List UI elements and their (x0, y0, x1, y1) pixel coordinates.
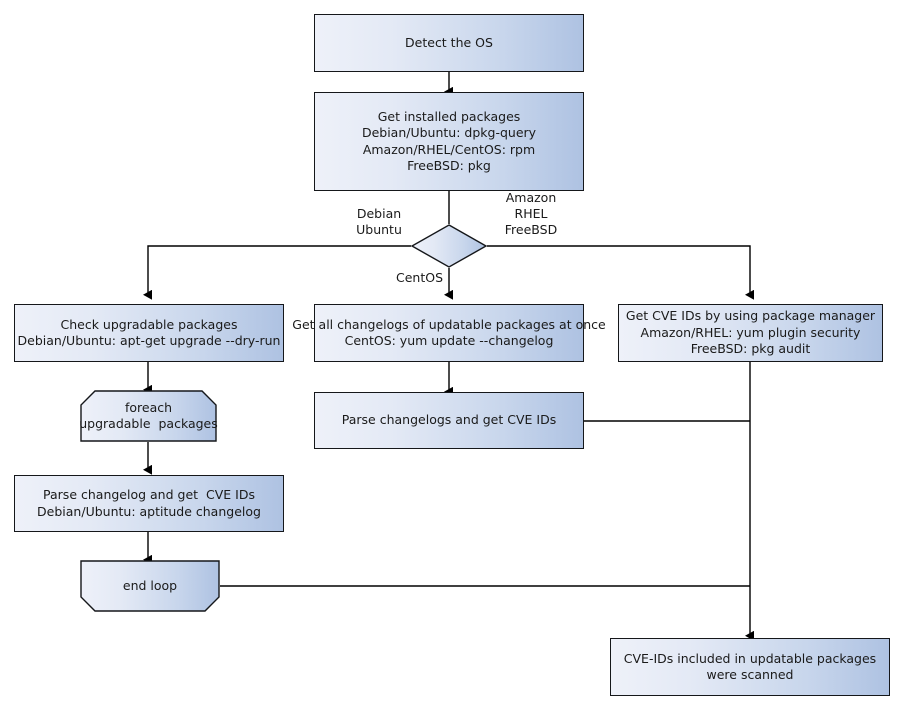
node-parse-changelogs-label: Parse changelogs and get CVE IDs (341, 412, 557, 428)
edge-decision-left (143, 245, 411, 300)
node-check-upgradable[interactable]: Check upgradable packages Debian/Ubuntu:… (14, 304, 284, 362)
node-scanned-result[interactable]: CVE-IDs included in updatable packages w… (610, 638, 890, 696)
edge-label-debian-ubuntu: Debian Ubuntu (356, 206, 402, 237)
node-detect-os-label: Detect the OS (405, 34, 493, 50)
node-parse-changelog[interactable]: Parse changelog and get CVE IDs Debian/U… (14, 475, 284, 532)
node-scanned-result-label: CVE-IDs included in updatable packages w… (623, 650, 877, 683)
node-get-installed-packages-label: Get installed packages Debian/Ubuntu: dp… (361, 108, 537, 174)
node-get-cve-pkgmgr-label: Get CVE IDs by using package manager Ama… (625, 308, 876, 357)
node-foreach-loop-label: foreach upgradable packages (79, 399, 218, 432)
node-get-cve-pkgmgr[interactable]: Get CVE IDs by using package manager Ama… (618, 304, 883, 362)
edge-label-amazon-rhel-freebsd: Amazon RHEL FreeBSD (504, 190, 558, 237)
node-get-all-changelogs-label: Get all changelogs of updatable packages… (292, 316, 606, 349)
node-detect-os[interactable]: Detect the OS (314, 14, 584, 72)
node-check-upgradable-label: Check upgradable packages Debian/Ubuntu:… (17, 316, 281, 349)
node-foreach-loop[interactable]: foreach upgradable packages (79, 390, 218, 442)
node-os-decision[interactable] (410, 224, 488, 268)
node-get-installed-packages[interactable]: Get installed packages Debian/Ubuntu: dp… (314, 92, 584, 191)
node-end-loop[interactable]: end loop (80, 560, 220, 612)
edge-decision-right (487, 245, 754, 300)
node-end-loop-label: end loop (122, 577, 178, 593)
node-get-all-changelogs[interactable]: Get all changelogs of updatable packages… (292, 304, 606, 362)
node-parse-changelogs[interactable]: Parse changelogs and get CVE IDs (314, 392, 584, 449)
edge-label-centos: CentOS (395, 270, 443, 285)
node-parse-changelog-label: Parse changelog and get CVE IDs Debian/U… (37, 487, 261, 519)
